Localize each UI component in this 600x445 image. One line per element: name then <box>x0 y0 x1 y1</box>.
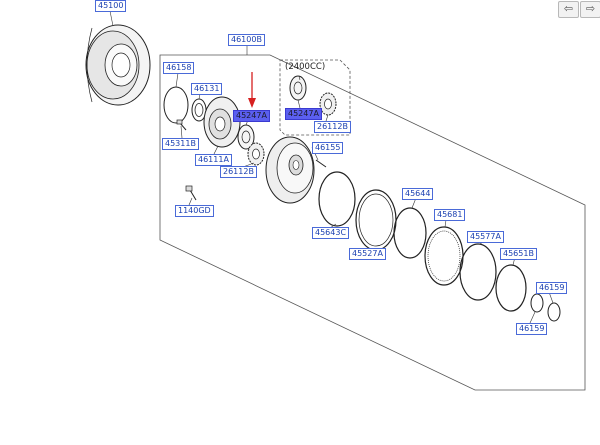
ring-45644 <box>393 207 427 259</box>
ring-45577A <box>459 243 497 301</box>
bolt-46155 <box>315 159 327 168</box>
gear-45247A <box>237 124 255 150</box>
ring-45527A <box>355 189 397 251</box>
torque-converter <box>85 24 151 106</box>
gear-26112B <box>247 142 265 166</box>
part-label-45100[interactable]: 45100 <box>95 0 127 12</box>
part-label-46158[interactable]: 46158 <box>163 62 195 74</box>
part-label-46131[interactable]: 46131 <box>191 83 223 95</box>
engine-variant-caption: (2400CC) <box>285 62 326 72</box>
pump-body <box>265 136 315 204</box>
back-arrow-button[interactable]: ⇦ <box>558 1 579 18</box>
part-label-26112B[interactable]: 26112B <box>220 166 257 178</box>
pump-housing-46111A <box>203 96 241 148</box>
part-label-45681[interactable]: 45681 <box>434 209 466 221</box>
part-label-46159-a[interactable]: 46159 <box>536 282 568 294</box>
leader-lines <box>109 10 554 324</box>
assembly-frame <box>159 54 586 391</box>
small-ring-46159b <box>547 302 561 322</box>
part-label-45247A[interactable]: 45247A <box>233 110 270 122</box>
bolt-1140GD <box>185 185 197 201</box>
part-label-46100B[interactable]: 46100B <box>228 34 265 46</box>
ring-45651B <box>495 264 527 312</box>
part-label-45643C[interactable]: 45643C <box>312 227 350 239</box>
ring-45643C <box>318 171 356 227</box>
part-label-1140GD[interactable]: 1140GD <box>175 205 214 217</box>
gear-26112B-2400cc <box>319 92 337 116</box>
red-arrow-icon <box>248 72 256 108</box>
engine-variant-box <box>279 59 351 136</box>
part-label-46159-b[interactable]: 46159 <box>516 323 548 335</box>
part-label-45311B[interactable]: 45311B <box>162 138 199 150</box>
part-label-45644[interactable]: 45644 <box>402 188 434 200</box>
part-label-45577A[interactable]: 45577A <box>467 231 504 243</box>
forward-arrow-button[interactable]: ⇨ <box>580 1 600 18</box>
gear-45247A-2400cc <box>289 75 307 101</box>
part-label-45247A-2400cc[interactable]: 45247A <box>285 108 322 120</box>
part-label-46155[interactable]: 46155 <box>312 142 344 154</box>
part-label-46111A[interactable]: 46111A <box>195 154 232 166</box>
part-label-45651B[interactable]: 45651B <box>500 248 537 260</box>
part-label-26112B-2400cc[interactable]: 26112B <box>314 121 351 133</box>
ring-45681 <box>424 226 464 286</box>
o-ring-46158 <box>163 86 189 124</box>
small-ring-46159a <box>530 293 544 313</box>
part-label-45527A[interactable]: 45527A <box>349 248 386 260</box>
bolt-45311B <box>176 119 187 131</box>
